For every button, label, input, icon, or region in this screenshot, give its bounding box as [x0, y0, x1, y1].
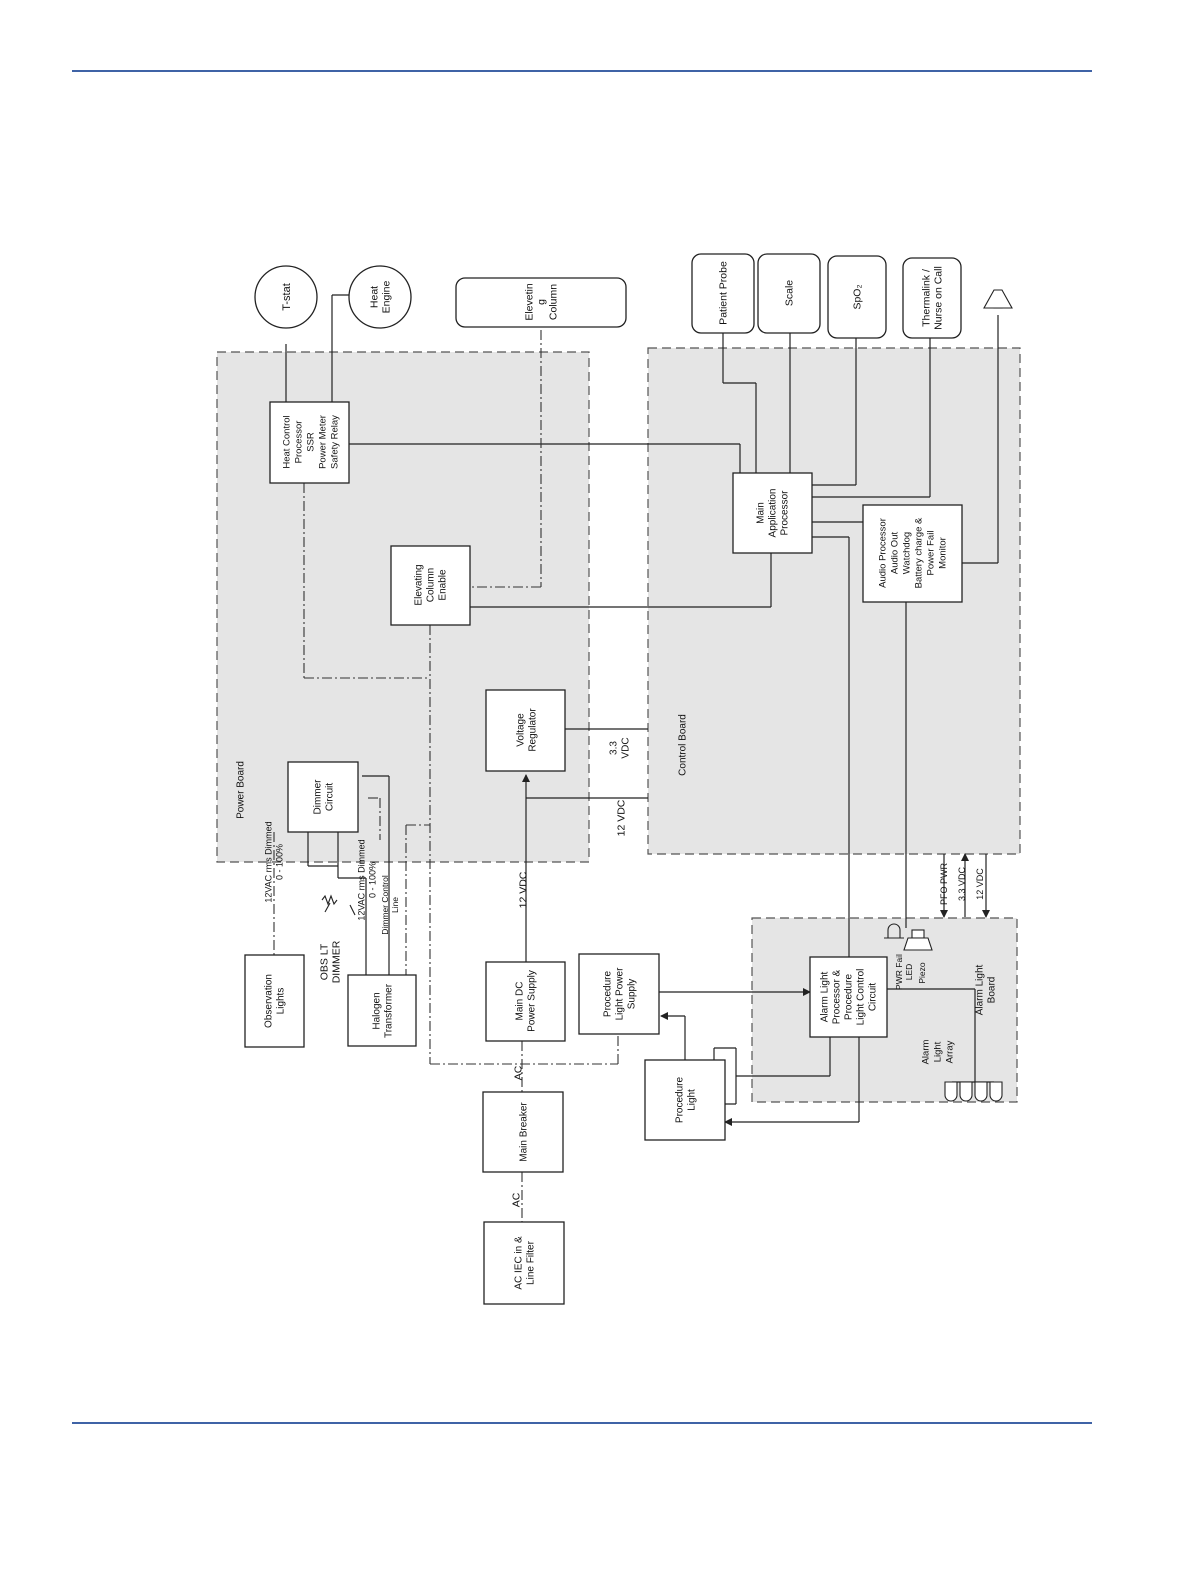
procedure-light-power-supply-label: ProcedureLight PowerSupply: [603, 967, 638, 1020]
heat-engine-block: [348, 265, 412, 329]
dimmer-circuit-block: [287, 761, 359, 833]
v33-alarm-label: 3.3 VDC: [957, 866, 967, 901]
spo2-block: [827, 255, 887, 339]
heat-engine-label: HeatEngine: [369, 280, 393, 313]
observation-lights-label: ObservationLights: [264, 974, 287, 1028]
alarm-light-array-leds: [944, 1081, 1003, 1102]
audio-processor-block: [862, 504, 963, 603]
led-3-icon: [974, 1081, 988, 1102]
vdc12-supply-label: 12 VDC: [518, 871, 530, 908]
elevating-column-enable-label: ElevatingColumnEnable: [414, 564, 449, 605]
observation-lights-block: [244, 954, 305, 1048]
ac-2-label: AC: [511, 1192, 523, 1207]
t-stat-label: T-stat: [281, 283, 293, 311]
led-2-icon: [959, 1081, 973, 1102]
alarm-light-board-label: Alarm LightBoard: [975, 964, 998, 1015]
patient-probe-label: Patient Probe: [718, 261, 730, 325]
dashed-connections: [273, 330, 619, 1222]
procedure-light-power-supply-block: [578, 953, 660, 1035]
audio-processor-label: Audio ProcessorAudio OutWatchdogBattery …: [877, 517, 948, 588]
v33-vdc-label: 3.3VDC: [609, 737, 632, 758]
halogen-transformer-label: HalogenTransformer: [372, 983, 395, 1038]
v12-alarm-label: 12 VDC: [975, 868, 985, 900]
dimmer-circuit-label: DimmerCircuit: [313, 779, 336, 815]
main-dc-power-supply-block: [485, 961, 566, 1042]
main-breaker-block: [482, 1091, 564, 1173]
elevating-column-label: ElevetingColumn: [524, 283, 560, 321]
dimmed-12vac-1-label: 12VAC rms Dimmed0 - 100%: [264, 821, 285, 902]
halogen-transformer-block: [347, 974, 417, 1047]
patient-probe-block: [691, 253, 755, 334]
dimmer-control-line-label: Dimmer ControlLine: [380, 875, 400, 935]
led-1-icon: [944, 1081, 958, 1102]
procedure-light-label: ProcedureLight: [675, 1076, 698, 1123]
alarm-light-processor-block: [809, 956, 888, 1038]
power-board-label: Power Board: [236, 761, 247, 819]
piezo-icon: [903, 929, 933, 951]
diagram-labels: T-stat HeatEngine ElevetingColumn Patient P…: [236, 261, 998, 1290]
spo2-label: SpO₂: [852, 284, 864, 309]
control-board-label: Control Board: [678, 714, 689, 776]
scale-block: [757, 253, 821, 334]
main-app-processor-label: MainApplicationProcessor: [756, 489, 791, 538]
alarm-light-processor-label: Alarm LightProcessor &ProcedureLight Con…: [820, 969, 879, 1026]
pwr-fail-led-label: PWR FailLED: [894, 954, 914, 990]
dimmed-12vac-2-label: 12VAC rms Dimmed0 - 100%: [357, 839, 378, 920]
ac-iec-label: AC IEC in &Line Filter: [514, 1236, 537, 1290]
ac-iec-block: [483, 1221, 565, 1305]
main-breaker-label: Main Breaker: [519, 1102, 530, 1162]
voltage-regulator-label: VoltageRegulator: [516, 708, 539, 752]
solid-connections: [285, 294, 999, 1126]
vdc12-control-label: 12 VDC: [616, 799, 628, 836]
procedure-light-block: [644, 1059, 726, 1141]
elevating-column-enable-block: [390, 545, 471, 626]
header-rule: [72, 70, 1092, 72]
scale-label: Scale: [784, 280, 796, 306]
main-dc-power-supply-label: Main DCPower Supply: [515, 970, 538, 1032]
thermalink-label: Thermalink /Nurse on Call: [921, 266, 945, 330]
heat-control-label: Heat ControlProcessorSSRPower MeterSafet…: [281, 415, 340, 469]
speaker-icon: [983, 289, 1013, 309]
led-4-icon: [989, 1081, 1003, 1102]
control-board-region: [647, 347, 1021, 855]
elevating-column-block: [455, 277, 627, 328]
ac-1-label: AC: [513, 1065, 525, 1080]
heat-control-block: [269, 401, 350, 484]
t-stat-block: [254, 265, 318, 329]
main-app-processor-block: [732, 472, 813, 554]
footer-rule: [72, 1422, 1092, 1424]
potentiometer-icon: [321, 894, 356, 916]
voltage-regulator-block: [485, 689, 566, 772]
piezo-label: Piezo: [917, 962, 927, 984]
pwr-fail-led-icon: [884, 923, 904, 939]
thermalink-block: [902, 257, 962, 339]
pfo-pwr-label: PFO PWR: [939, 863, 949, 905]
obs-lt-dimmer-label: OBS LTDIMMER: [319, 940, 343, 983]
alarm-light-array-label: AlarmLightArray: [920, 1040, 955, 1065]
